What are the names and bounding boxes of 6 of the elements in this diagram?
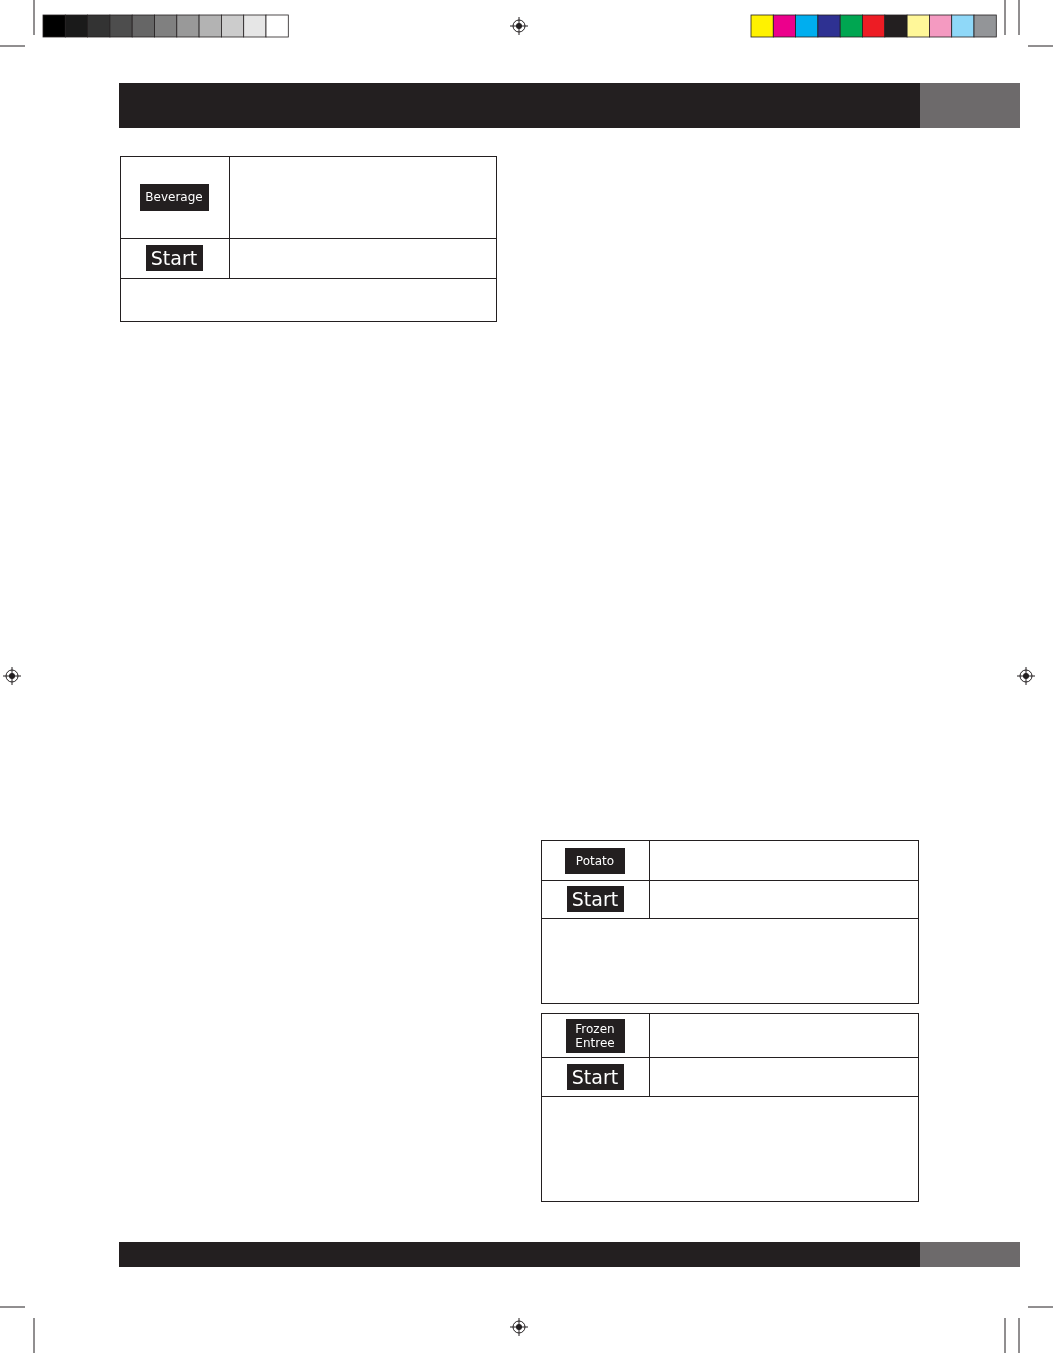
keypad-key: Start — [566, 886, 624, 912]
keypad-key: Potato — [565, 848, 625, 874]
keypad-key: Start — [145, 245, 203, 271]
keypad-key: Start — [566, 1064, 624, 1090]
keypad-key: Frozen Entree — [565, 1019, 625, 1053]
keypad-key: Beverage — [139, 183, 209, 211]
